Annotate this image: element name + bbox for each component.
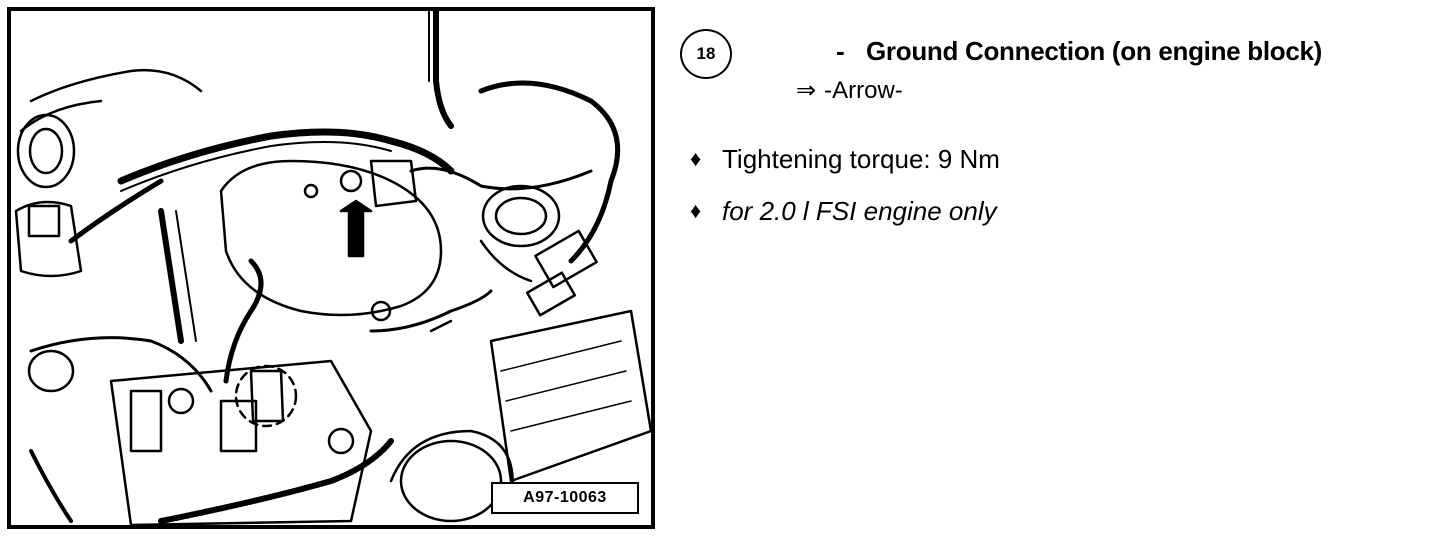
- bullet-item: ♦ for 2.0 l FSI engine only: [690, 196, 997, 227]
- reference-text: -Arrow-: [824, 77, 903, 104]
- diamond-bullet-icon: ♦: [690, 198, 702, 223]
- step-title: Ground Connection (on engine block): [866, 36, 1323, 66]
- bullet-text: for 2.0 l FSI engine only: [722, 196, 997, 226]
- engine-line-drawing: [14, 11, 651, 525]
- bullet-item: ♦ Tightening torque: 9 Nm: [690, 144, 1000, 175]
- step-reference: ⇒ -Arrow-: [796, 76, 903, 105]
- bullet-text: Tightening torque: 9 Nm: [722, 144, 1000, 174]
- step-dash: -: [836, 36, 845, 66]
- diamond-bullet-icon: ♦: [690, 146, 702, 171]
- engine-illustration: A97-10063: [7, 7, 655, 529]
- reference-arrow-icon: ⇒: [796, 77, 817, 104]
- step-number-badge: 18: [680, 29, 732, 79]
- figure-id-label: A97-10063: [491, 482, 639, 514]
